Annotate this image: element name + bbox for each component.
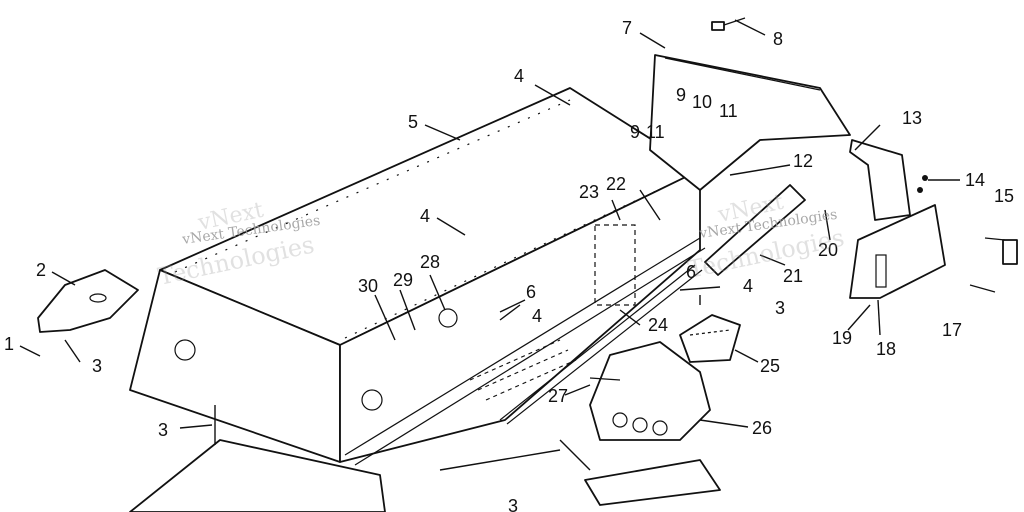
pin-27 <box>589 377 621 381</box>
callout-23: 23 <box>579 182 599 202</box>
bracket-2 <box>37 269 139 333</box>
callout-7: 7 <box>622 18 632 38</box>
bolt-17 <box>969 284 996 293</box>
callout-29: 29 <box>393 270 413 290</box>
callout-8: 8 <box>773 29 783 49</box>
callout-3-b: 3 <box>158 420 168 440</box>
callout-2: 2 <box>36 260 46 280</box>
callout-4-a: 4 <box>514 66 524 86</box>
box-25 <box>679 314 741 363</box>
callout-30: 30 <box>358 276 378 296</box>
watermark-right: vNext Technologies vNext Technologies <box>685 190 846 284</box>
callout-11-a: 11 <box>719 101 738 121</box>
callout-9-b: 9 <box>630 122 640 142</box>
handle-13 <box>849 139 911 221</box>
rear-flap <box>649 54 851 191</box>
bolt-15 <box>984 237 1006 241</box>
callout-27: 27 <box>548 386 568 406</box>
leader-lines <box>19 19 960 471</box>
callout-6-a: 6 <box>686 262 696 282</box>
callout-24: 24 <box>648 315 668 335</box>
callout-3-d: 3 <box>775 298 785 318</box>
guard-26 <box>589 341 711 441</box>
callout-20: 20 <box>818 240 838 260</box>
callout-28: 28 <box>420 252 440 272</box>
callout-5: 5 <box>408 112 418 132</box>
callout-4-b: 4 <box>420 206 430 226</box>
callout-12: 12 <box>793 151 813 171</box>
lower-left-body <box>129 439 386 512</box>
lower-bracket <box>584 459 721 506</box>
callout-9-a: 9 <box>676 85 686 105</box>
callout-19: 19 <box>832 328 852 348</box>
callout-3-a: 3 <box>92 356 102 376</box>
tunnel-assembly <box>129 87 706 466</box>
callout-1: 1 <box>4 334 14 354</box>
bracket-19 <box>849 204 946 299</box>
rail-12 <box>704 184 806 276</box>
callout-26: 26 <box>752 418 772 438</box>
callout-22: 22 <box>606 174 626 194</box>
callout-3-c: 3 <box>508 496 518 512</box>
callout-4-c: 4 <box>743 276 753 296</box>
callout-6-b: 6 <box>526 282 536 302</box>
callout-4-d: 4 <box>532 306 542 326</box>
callout-labels: 1 2 3 3 3 3 4 4 4 4 5 6 6 7 8 9 10 11 9 … <box>4 18 1014 512</box>
callout-21: 21 <box>783 266 803 286</box>
callout-25: 25 <box>760 356 780 376</box>
callout-15: 15 <box>994 186 1014 206</box>
callout-11-b: 11 <box>646 122 665 142</box>
callout-18: 18 <box>876 339 896 359</box>
callout-17: 17 <box>942 320 962 340</box>
callout-10: 10 <box>692 92 712 112</box>
vent-grid <box>469 339 577 401</box>
callout-14: 14 <box>965 170 985 190</box>
callout-13: 13 <box>902 108 922 128</box>
rod-24 <box>499 264 696 421</box>
